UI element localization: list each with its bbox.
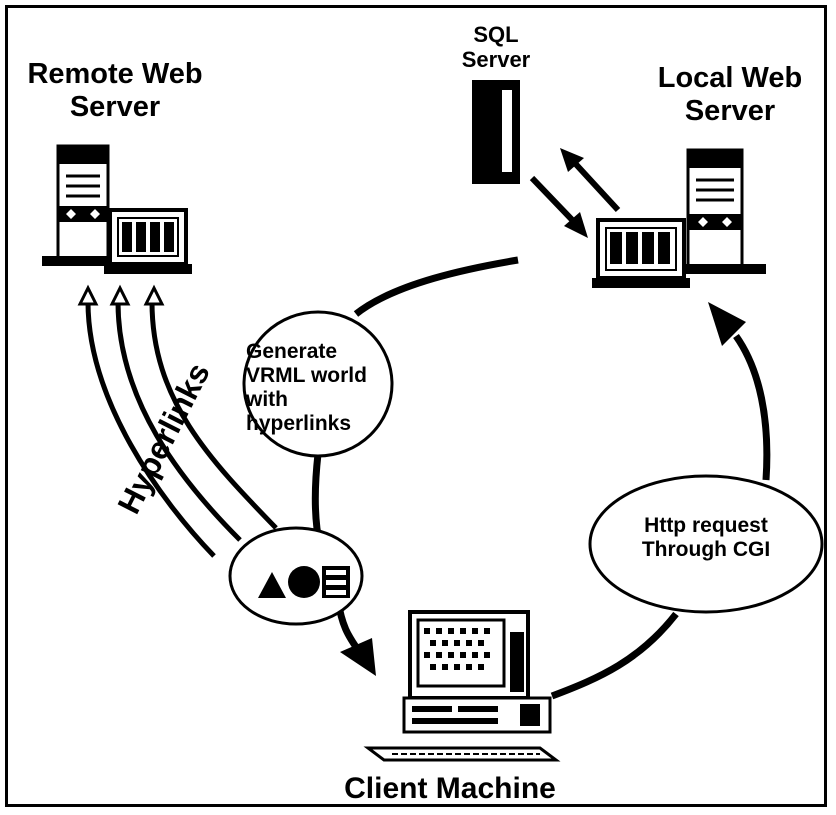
remote-web-server-label: Remote Web Server [10, 58, 220, 125]
local-web-server-line2: Server [684, 95, 776, 128]
remote-web-server-line2: Server [69, 91, 161, 124]
hyperlink-arcs [85, 301, 278, 558]
sql-server-line1: SQL [473, 22, 519, 47]
generate-line2: VRML world [246, 364, 367, 388]
sql-server-icon [472, 80, 520, 184]
local-web-server-line1: Local Web [657, 62, 803, 94]
sql-server-line2: Server [461, 47, 531, 73]
hyperlink-arrowheads [77, 284, 165, 306]
sql-local-arrows [529, 148, 621, 238]
remote-web-server-line1: Remote Web [27, 58, 203, 90]
generate-bubble-text: Generate VRML world with hyperlinks [246, 340, 396, 437]
http-bubble-text: Http request Through CGI [606, 514, 806, 562]
sql-server-label: SQL Server [436, 22, 556, 73]
client-machine-label: Client Machine [344, 772, 556, 805]
cycle-arc-right [550, 302, 771, 700]
vrml-shapes-icon [258, 566, 350, 598]
http-line1: Http request [644, 514, 768, 537]
remote-web-server-icon [42, 144, 192, 274]
local-web-server-icon [592, 148, 766, 288]
http-bubble [588, 474, 824, 614]
client-machine-icon [363, 610, 561, 762]
generate-line1: Generate [246, 340, 338, 363]
local-web-server-label: Local Web Server [630, 62, 830, 129]
http-line2: Through CGI [641, 538, 771, 562]
generate-bubble [242, 310, 394, 458]
generate-line3: with hyperlinks [246, 388, 352, 436]
